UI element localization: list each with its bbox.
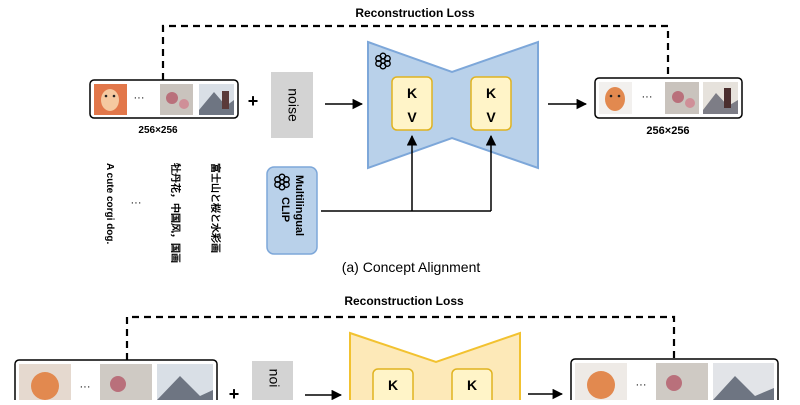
clip-label-line1: Multilingual <box>293 175 305 236</box>
prompt-japanese: 富士山と桜と水彩画 <box>209 163 222 253</box>
prompt-english: A cute corgi dog. <box>104 163 115 245</box>
bottom-kv2-key: K <box>467 377 477 393</box>
top-output-ellipsis: ··· <box>642 91 653 103</box>
top-kv-block-2: K V <box>470 76 512 131</box>
top-kv2-value: V <box>486 109 496 125</box>
top-caption: (a) Concept Alignment <box>342 259 481 275</box>
clip-label-line2: CLIP <box>279 197 291 222</box>
bottom-plus-sign: + <box>229 384 240 400</box>
top-input-resolution: 256×256 <box>138 125 178 136</box>
top-reconstruction-loss-path <box>161 24 670 80</box>
bottom-kv-block-1: K <box>372 368 414 405</box>
bottom-kv1-key: K <box>388 377 398 393</box>
top-kv-block-1: K V <box>391 76 433 131</box>
bottom-input-ellipsis: ··· <box>80 381 91 393</box>
top-plus-sign: + <box>248 91 259 111</box>
top-kv2-key: K <box>486 85 496 101</box>
bottom-peony-image <box>100 364 152 404</box>
bottom-reconstruction-loss-path <box>125 315 676 360</box>
top-noise-label: noise <box>285 88 301 122</box>
top-output-resolution: 256×256 <box>646 125 689 137</box>
bottom-out-peony-image <box>656 363 708 403</box>
top-kv1-key: K <box>407 85 417 101</box>
bottom-noise-label: noi <box>266 369 282 388</box>
bottom-output-ellipsis: ··· <box>636 379 647 391</box>
prompt-ellipsis: ··· <box>131 197 142 209</box>
bottom-reconstruction-loss-label: Reconstruction Loss <box>344 294 464 308</box>
top-input-image-strip: ··· <box>89 79 239 119</box>
bottom-output-image-strip: ··· <box>570 358 779 405</box>
top-kv1-value: V <box>407 109 417 125</box>
top-noise-box <box>271 72 313 138</box>
top-reconstruction-loss-label: Reconstruction Loss <box>355 6 475 20</box>
bottom-noise-box <box>252 361 293 405</box>
top-input-ellipsis: ··· <box>134 92 145 104</box>
top-output-image-strip: ··· <box>594 77 743 119</box>
prompt-chinese: 牡丹花，中国风，国画 <box>169 163 182 263</box>
bottom-kv-block-2: K <box>451 368 493 405</box>
bottom-input-image-strip: ··· <box>14 359 218 405</box>
